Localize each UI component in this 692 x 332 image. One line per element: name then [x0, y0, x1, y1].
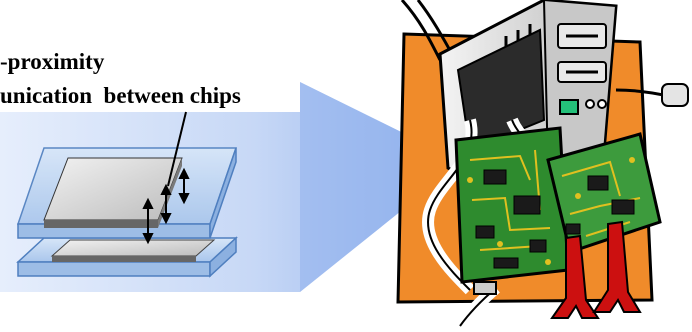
legs-icon — [550, 220, 642, 319]
caption-line-2: unication between chips — [0, 83, 241, 108]
circuit-board-icon — [454, 126, 570, 284]
circuit-board-icon — [546, 132, 662, 254]
caption-line-1: -proximity — [0, 49, 105, 74]
stacked-chips-icon — [16, 111, 238, 278]
